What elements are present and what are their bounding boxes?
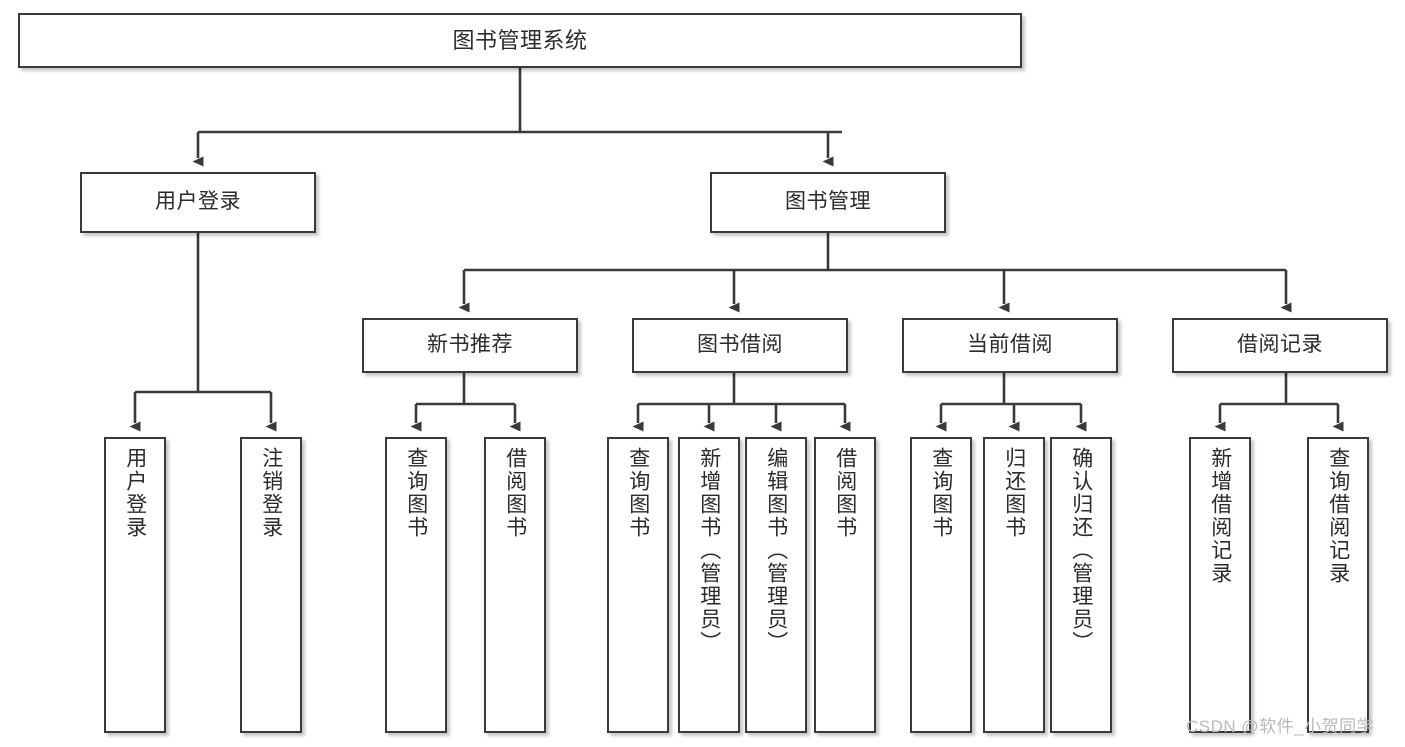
node-leaf-query-book-3[interactable]: 查询图书 <box>910 437 972 733</box>
node-leaf-query-record[interactable]: 查询借阅记录 <box>1307 437 1369 733</box>
csdn-watermark: CSDN @软件_小贺同学 <box>1186 717 1375 736</box>
node-new-book-recommend-label: 新书推荐 <box>427 333 513 357</box>
node-leaf-query-book-2[interactable]: 查询图书 <box>607 437 669 733</box>
node-leaf-edit-book[interactable]: 编辑图书（管理员） <box>745 437 807 733</box>
node-leaf-user-login-label: 用户登录 <box>123 447 147 539</box>
node-leaf-confirm-return-label: 确认归还（管理员） <box>1069 447 1093 654</box>
node-user-login-label: 用户登录 <box>155 190 241 214</box>
node-book-borrow[interactable]: 图书借阅 <box>632 318 848 373</box>
node-book-borrow-label: 图书借阅 <box>697 333 783 357</box>
node-leaf-borrow-book-1[interactable]: 借阅图书 <box>484 437 546 733</box>
node-borrow-record-label: 借阅记录 <box>1237 333 1323 357</box>
node-leaf-query-record-label: 查询借阅记录 <box>1326 447 1350 585</box>
node-leaf-borrow-book-2[interactable]: 借阅图书 <box>814 437 876 733</box>
node-leaf-user-logout[interactable]: 注销登录 <box>240 437 302 733</box>
node-user-login[interactable]: 用户登录 <box>80 172 316 233</box>
node-leaf-return-book[interactable]: 归还图书 <box>983 437 1045 733</box>
node-leaf-confirm-return[interactable]: 确认归还（管理员） <box>1050 437 1112 733</box>
node-leaf-query-book-1[interactable]: 查询图书 <box>385 437 447 733</box>
node-root-label: 图书管理系统 <box>452 27 588 53</box>
node-leaf-add-record[interactable]: 新增借阅记录 <box>1189 437 1251 733</box>
node-leaf-borrow-book-1-label: 借阅图书 <box>503 447 527 539</box>
node-leaf-borrow-book-2-label: 借阅图书 <box>833 447 857 539</box>
node-leaf-query-book-3-label: 查询图书 <box>929 447 953 539</box>
node-leaf-user-logout-label: 注销登录 <box>259 447 283 539</box>
node-leaf-add-book[interactable]: 新增图书（管理员） <box>678 437 740 733</box>
node-leaf-user-login[interactable]: 用户登录 <box>104 437 166 733</box>
node-book-manage-label: 图书管理 <box>785 190 871 214</box>
node-leaf-edit-book-label: 编辑图书（管理员） <box>764 447 788 654</box>
node-leaf-query-book-1-label: 查询图书 <box>404 447 428 539</box>
node-leaf-add-book-label: 新增图书（管理员） <box>697 447 721 654</box>
node-new-book-recommend[interactable]: 新书推荐 <box>362 318 578 373</box>
node-current-borrow-label: 当前借阅 <box>967 333 1053 357</box>
node-current-borrow[interactable]: 当前借阅 <box>902 318 1118 373</box>
node-leaf-add-record-label: 新增借阅记录 <box>1208 447 1232 585</box>
node-leaf-return-book-label: 归还图书 <box>1002 447 1026 539</box>
node-root[interactable]: 图书管理系统 <box>18 13 1022 68</box>
node-leaf-query-book-2-label: 查询图书 <box>626 447 650 539</box>
node-book-manage[interactable]: 图书管理 <box>710 172 946 233</box>
node-borrow-record[interactable]: 借阅记录 <box>1172 318 1388 373</box>
